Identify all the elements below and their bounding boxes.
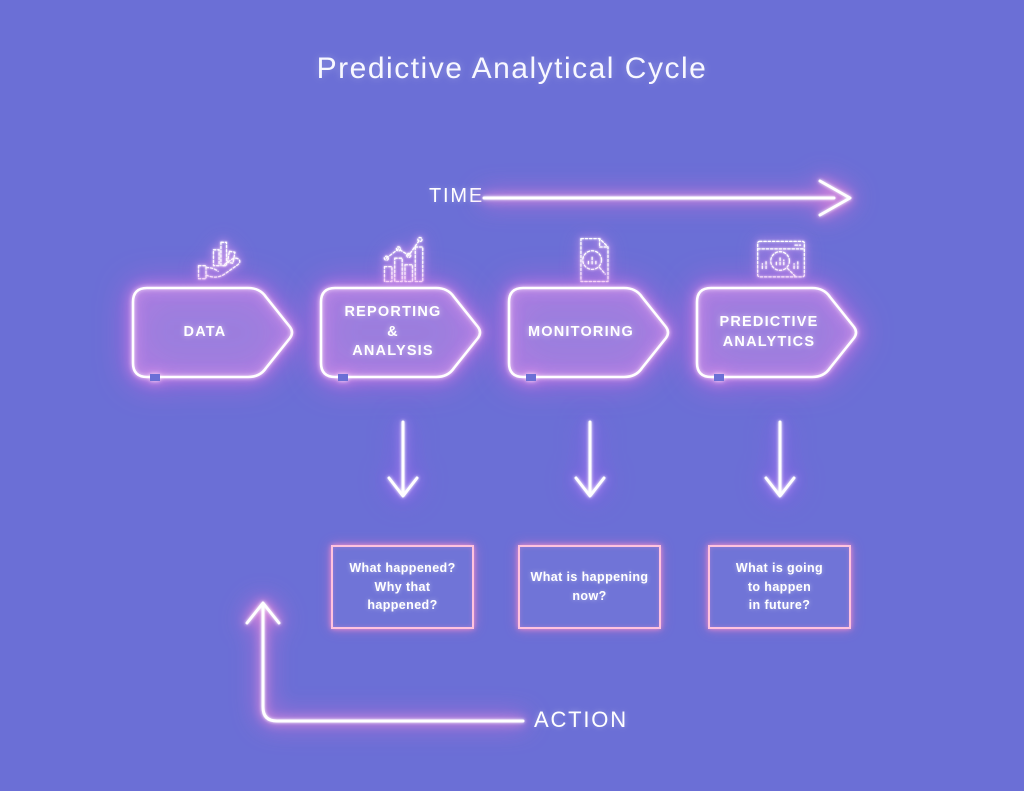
bar-chart-trend-icon (383, 236, 424, 283)
time-axis-label: TIME (429, 185, 484, 207)
stage-label-data: DATA (183, 323, 227, 340)
outcome-text: What is happening now? (530, 570, 649, 603)
stage-shape-predictive (695, 286, 858, 381)
down-arrow-icon (764, 420, 796, 498)
window-search-analytics-icon (757, 240, 805, 278)
outcome-text: What happened? Why that happened? (349, 560, 456, 613)
down-arrow-icon (574, 420, 606, 498)
down-arrow-icon (387, 420, 419, 498)
action-axis-label: ACTION (534, 707, 628, 732)
stage-shape-monitoring (507, 286, 670, 381)
stage-label-reporting: REPORTING & ANALYSIS (344, 304, 442, 360)
up-elbow-arrow-icon (245, 601, 525, 723)
outcome-box: What happened? Why that happened? (331, 545, 474, 629)
page-title: Predictive Analytical Cycle (316, 52, 708, 85)
stage-label-monitoring: MONITORING (528, 323, 634, 340)
stage-shape-reporting (319, 286, 482, 381)
outcome-text: What is going to happen in future? (735, 560, 824, 613)
outcome-box: What is going to happen in future? (708, 545, 851, 629)
stage-shape-data (131, 286, 294, 381)
hand-presenting-chart-icon (197, 241, 241, 280)
document-search-chart-icon (580, 237, 609, 283)
outcome-box: What is happening now? (518, 545, 661, 629)
right-arrow-icon (482, 179, 852, 217)
stage-label-predictive: PREDICTIVE ANALYTICS (719, 313, 819, 350)
